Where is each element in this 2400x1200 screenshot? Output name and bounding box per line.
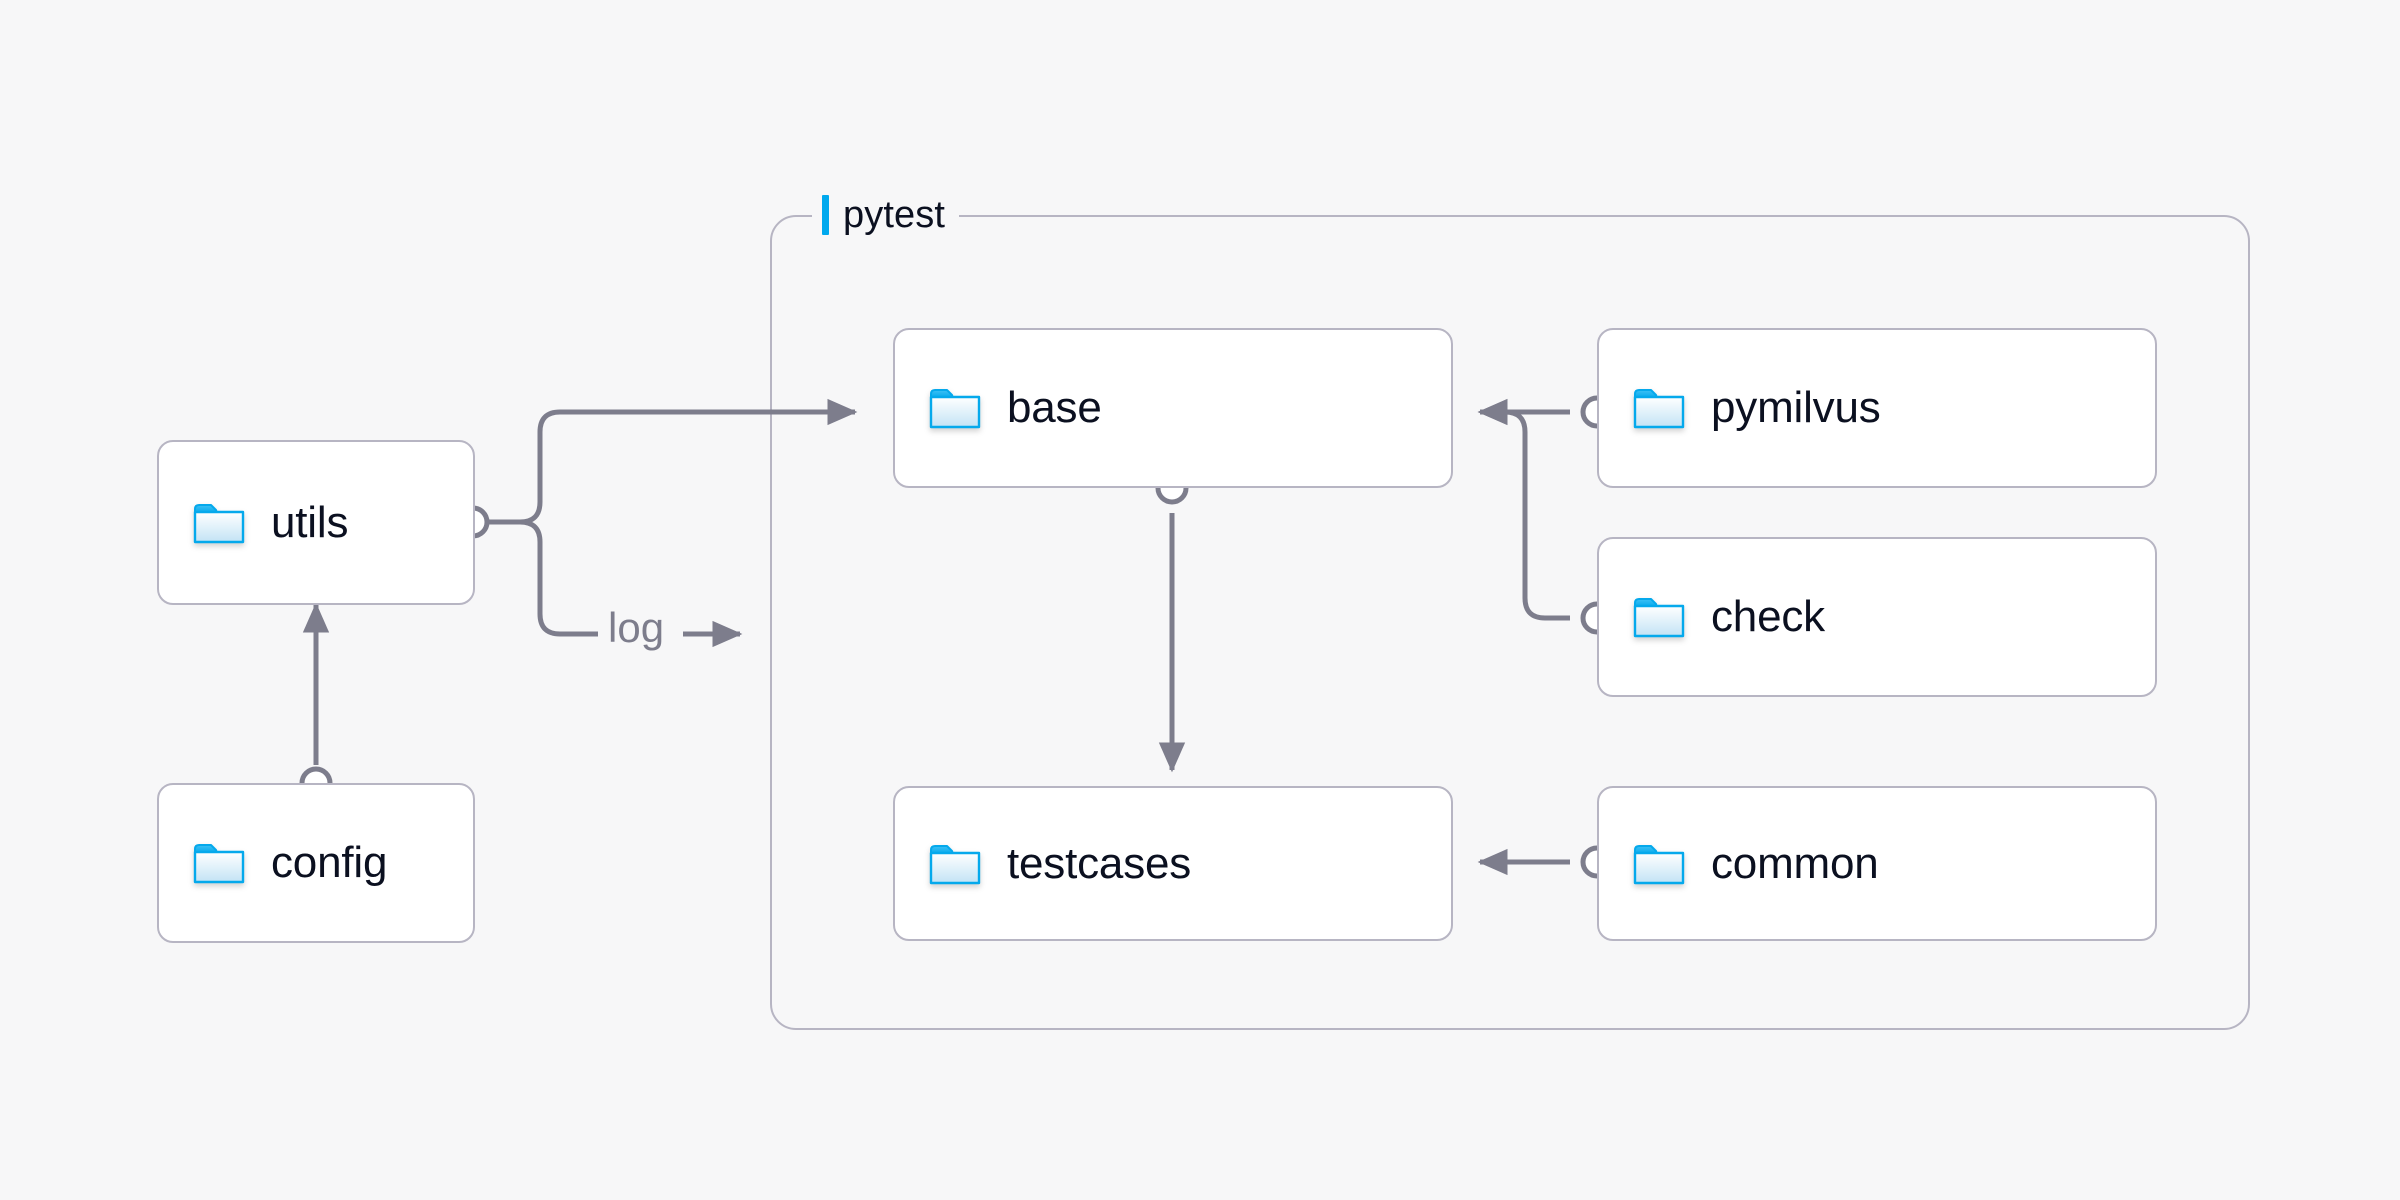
node-config-label: config: [271, 838, 388, 887]
group-pytest-label: pytest: [812, 192, 959, 238]
node-utils[interactable]: utils: [157, 440, 475, 605]
node-base-label: base: [1007, 383, 1102, 432]
folder-icon: [1633, 386, 1685, 430]
group-label-text: pytest: [843, 193, 945, 236]
folder-icon: [193, 841, 245, 885]
node-common[interactable]: common: [1597, 786, 2157, 941]
folder-icon: [1633, 595, 1685, 639]
group-accent-bar: [822, 195, 829, 235]
folder-icon: [1633, 842, 1685, 886]
node-base[interactable]: base: [893, 328, 1453, 488]
folder-icon: [929, 386, 981, 430]
node-check[interactable]: check: [1597, 537, 2157, 697]
node-pymilvus-label: pymilvus: [1711, 383, 1881, 432]
folder-icon: [929, 842, 981, 886]
folder-icon: [193, 501, 245, 545]
edge-utils-log-path: [487, 519, 598, 637]
group-pytest[interactable]: [770, 215, 2250, 1030]
node-common-label: common: [1711, 838, 1879, 888]
edge-label-log: log: [600, 604, 673, 652]
node-testcases[interactable]: testcases: [893, 786, 1453, 941]
node-utils-label: utils: [271, 497, 349, 547]
node-testcases-label: testcases: [1007, 838, 1192, 888]
node-check-label: check: [1711, 592, 1825, 641]
node-pymilvus[interactable]: pymilvus: [1597, 328, 2157, 488]
node-config[interactable]: config: [157, 783, 475, 943]
